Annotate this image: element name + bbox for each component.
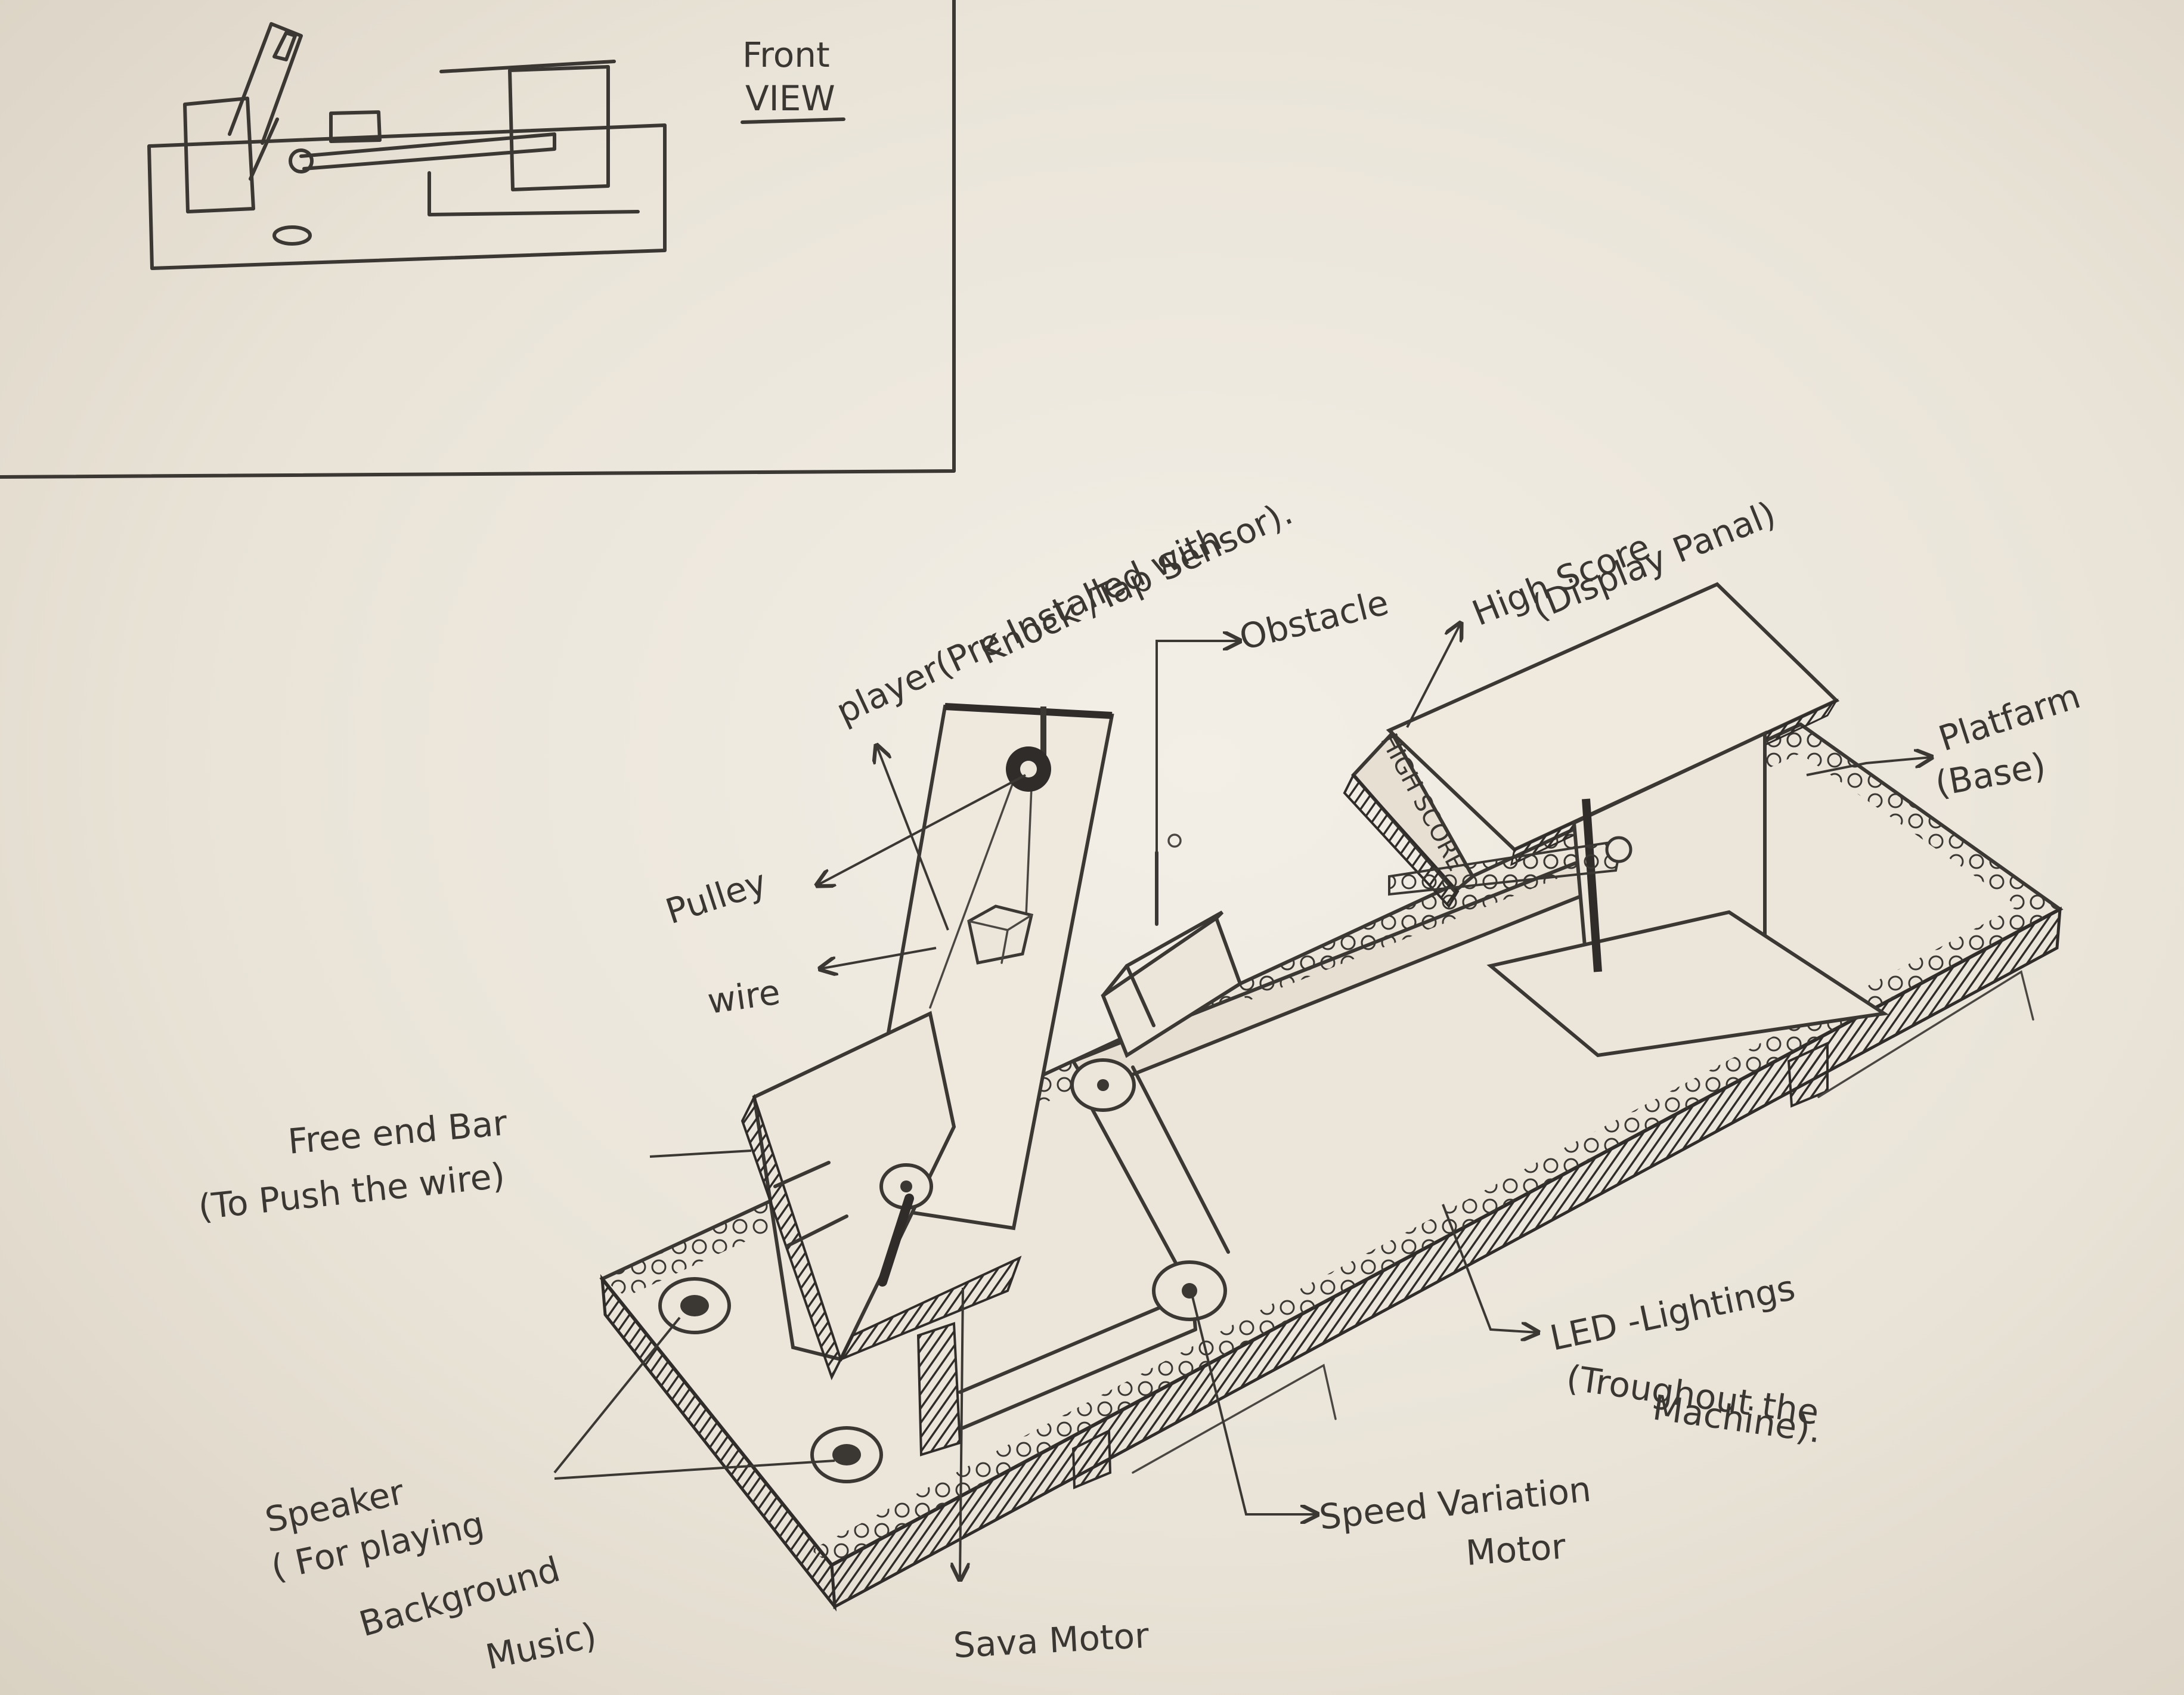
player-cube [969,906,1031,963]
pulley-wheel [1006,746,1051,792]
servo-motor-label: Sava Motor [952,1615,1150,1666]
speed-motor-label-2: Motor [1464,1526,1567,1573]
led-label: LED -Lightings [1547,1267,1799,1358]
obstacle-label: Obstacle [1235,582,1393,658]
wire-label: wire [705,972,782,1022]
front-view-title: Front [742,35,830,75]
platform-label: Platfarm [1934,675,2085,759]
speaker-desc-label-3: Music) [482,1615,600,1678]
free-end-bar-desc-label: (To Push the wire) [196,1155,507,1228]
free-end-bar-label: Free end Bar [286,1102,509,1162]
front-view-subtitle: VIEW [745,78,835,119]
front-view-sketch: Front VIEW [0,0,954,477]
pulley-label: Pulley [661,862,772,932]
belt-pulley-upper [1072,1060,1134,1110]
speed-variation-motor [1154,1262,1225,1319]
